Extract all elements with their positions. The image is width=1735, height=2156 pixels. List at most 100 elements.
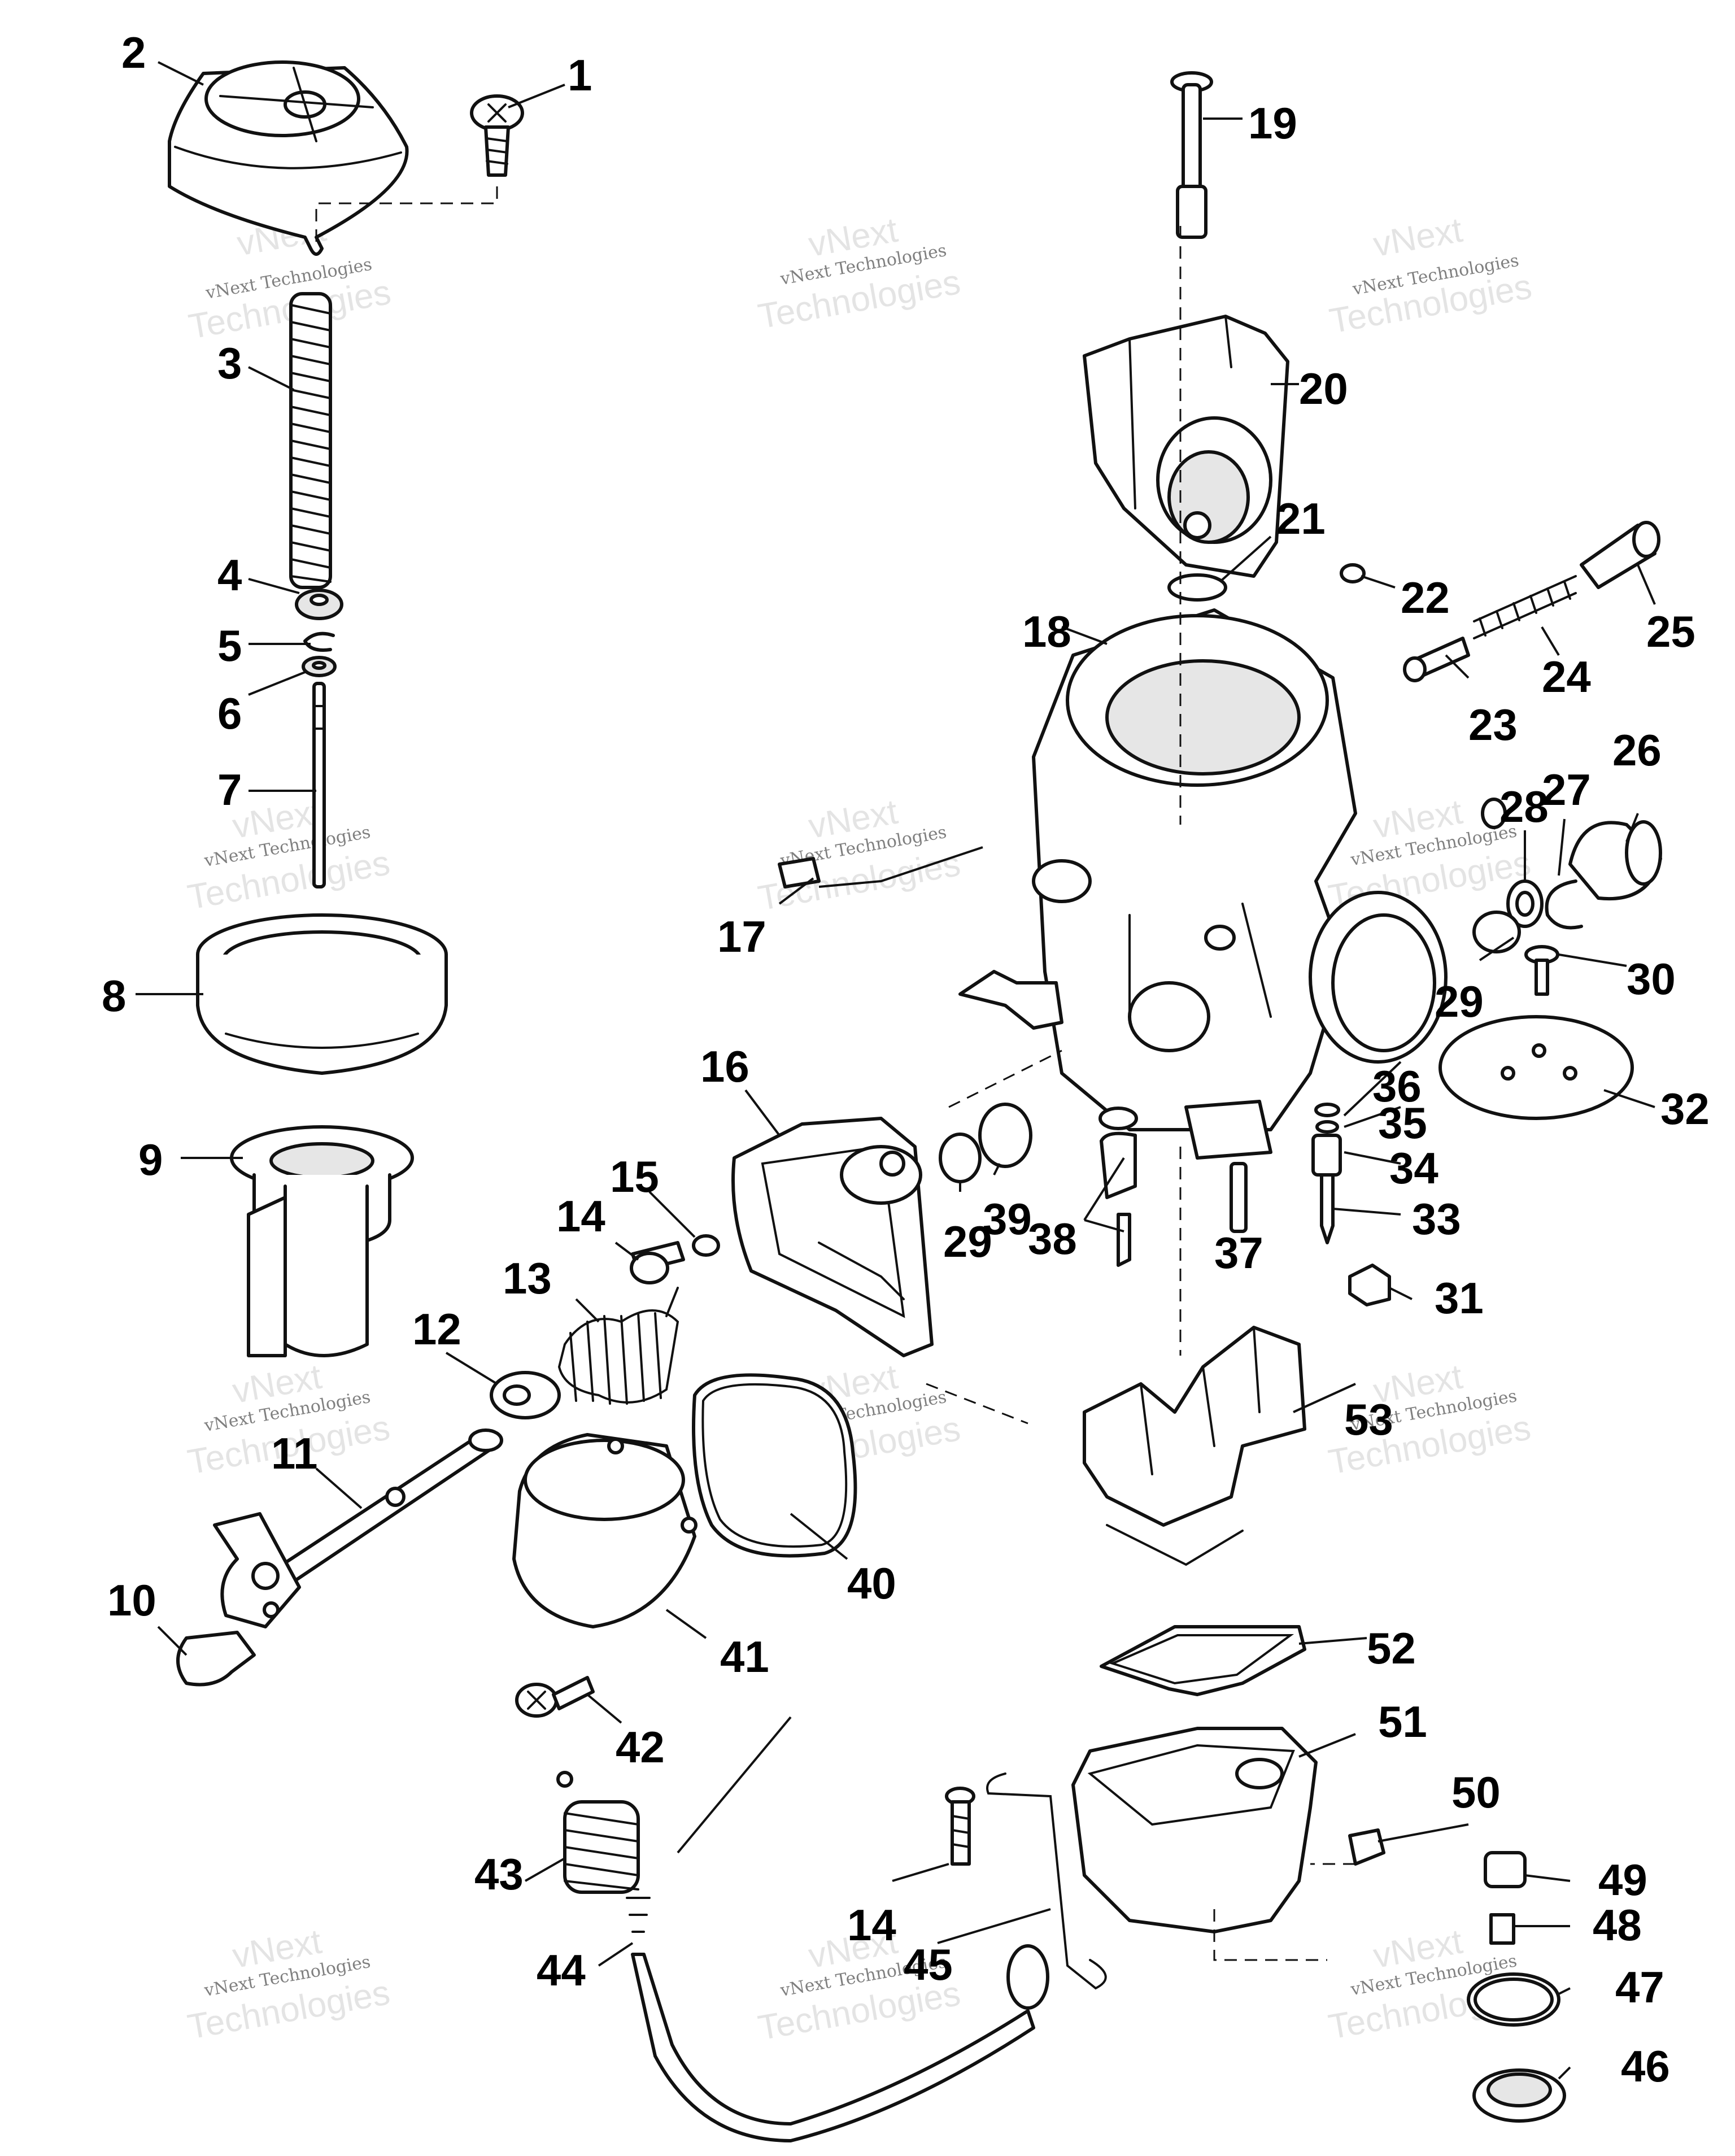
o-ring-part — [692, 1234, 720, 1257]
callout-44: 44 — [537, 1945, 586, 1995]
callout-25: 25 — [1646, 607, 1695, 656]
callout-5: 5 — [217, 621, 242, 670]
callout-42: 42 — [616, 1722, 665, 1772]
needle-valve-part — [1311, 1103, 1342, 1244]
callout-39: 39 — [983, 1194, 1032, 1244]
throttle-cover-part — [512, 1433, 698, 1628]
callout-43: 43 — [474, 1849, 524, 1899]
callout-22: 22 — [1401, 573, 1450, 622]
callout-12: 12 — [412, 1304, 461, 1354]
watermark-layer: vNext vNext Technologies Technologies vN… — [185, 210, 1535, 2048]
callout-49: 49 — [1598, 1855, 1647, 1905]
callout-19: 19 — [1248, 98, 1297, 148]
spring-part — [556, 1771, 640, 1894]
screw-part — [630, 1241, 685, 1284]
callout-16: 16 — [700, 1042, 749, 1091]
throttle-housing-part — [731, 1117, 934, 1357]
plug-part — [778, 857, 821, 888]
callout-35: 35 — [1378, 1098, 1427, 1148]
throttle-shaft-part — [213, 1428, 503, 1628]
o-ring-part — [1467, 1972, 1560, 2027]
washer-part — [302, 656, 337, 677]
drain-plug-part — [1348, 1828, 1385, 1866]
callout-6: 6 — [217, 689, 242, 738]
callout-52: 52 — [1367, 1623, 1416, 1673]
callout-14-lower: 14 — [847, 1900, 896, 1950]
callout-37: 37 — [1214, 1228, 1263, 1278]
spring-part — [1473, 575, 1577, 639]
callout-11: 11 — [271, 1428, 317, 1478]
wire-clip-part — [986, 1772, 1107, 1990]
callout-36: 36 — [1372, 1061, 1422, 1111]
throttle-slide-part — [1083, 315, 1289, 578]
gasket-part — [692, 1373, 857, 1558]
callout-32: 32 — [1660, 1084, 1710, 1134]
screw-part — [1524, 945, 1559, 996]
screw-part — [515, 1676, 595, 1718]
callout-47: 47 — [1615, 1962, 1664, 2012]
callout-33: 33 — [1412, 1194, 1461, 1244]
top-cover-part — [168, 60, 409, 256]
callout-28: 28 — [1499, 782, 1549, 831]
watermark: vNext vNext Technologies Technologies — [755, 211, 963, 337]
cap-part — [1568, 820, 1662, 901]
callout-50: 50 — [1451, 1767, 1501, 1817]
callout-13: 13 — [503, 1253, 552, 1303]
alignment-line — [315, 186, 498, 249]
callout-1: 1 — [568, 50, 592, 100]
callout-18: 18 — [1022, 607, 1071, 656]
callout-8: 8 — [102, 971, 126, 1021]
watermark: vNext vNext Technologies Technologies — [185, 792, 393, 917]
callout-labels: 1 2 3 4 5 6 7 8 9 10 11 12 13 14 15 16 1… — [102, 28, 1710, 2091]
callout-9: 9 — [138, 1135, 163, 1184]
carburetor-body-part — [958, 608, 1448, 1160]
jet-part — [1230, 1162, 1248, 1233]
callout-27: 27 — [1542, 765, 1591, 815]
screw-part — [470, 94, 524, 177]
callout-41: 41 — [720, 1632, 769, 1682]
piston-part — [230, 1125, 414, 1357]
collar-part — [490, 1371, 561, 1419]
screw-part — [945, 1787, 975, 1866]
callout-24: 24 — [1542, 652, 1591, 702]
callout-53: 53 — [1344, 1395, 1393, 1444]
callout-38: 38 — [1028, 1214, 1077, 1264]
drain-plug-part — [1472, 2068, 1566, 2123]
callout-2: 2 — [121, 28, 146, 77]
callout-17: 17 — [717, 912, 766, 961]
callout-10: 10 — [107, 1575, 156, 1625]
drain-tube-part — [626, 1897, 1049, 2142]
choke-plate-part — [1438, 1015, 1634, 1120]
callout-21: 21 — [1276, 494, 1326, 543]
float-part — [1083, 1326, 1306, 1566]
pilot-screw-part — [1403, 637, 1470, 682]
cap-part — [1580, 521, 1660, 589]
callout-30: 30 — [1627, 954, 1676, 1004]
callout-51: 51 — [1378, 1697, 1427, 1746]
jet-needle-part — [312, 682, 326, 888]
callout-20: 20 — [1299, 364, 1348, 413]
callout-31: 31 — [1435, 1273, 1484, 1323]
callout-48: 48 — [1593, 1900, 1642, 1950]
float-bowl-part — [1071, 1727, 1318, 1933]
diaphragm-part — [196, 913, 448, 1075]
callout-29: 29 — [1435, 977, 1484, 1026]
watermark: vNext vNext Technologies Technologies — [185, 1922, 393, 2047]
callout-3: 3 — [217, 338, 242, 388]
watermark-word: vNext — [1370, 211, 1465, 264]
nut-part — [1348, 1264, 1391, 1306]
o-ring-part — [1167, 573, 1227, 602]
throttle-plunger-part — [1170, 71, 1213, 239]
callout-46: 46 — [1621, 2041, 1670, 2091]
watermark: vNext vNext Technologies Technologies — [1327, 211, 1535, 341]
plug-part — [1340, 563, 1366, 583]
e-clip-part — [1545, 879, 1583, 930]
callout-34: 34 — [1389, 1143, 1438, 1193]
callout-26: 26 — [1612, 725, 1662, 775]
e-clip-part — [303, 631, 335, 652]
callout-15: 15 — [610, 1152, 659, 1201]
float-gasket-part — [1100, 1625, 1306, 1696]
callout-14: 14 — [556, 1191, 605, 1241]
washer-part — [295, 589, 343, 620]
screw-part — [176, 1631, 256, 1687]
